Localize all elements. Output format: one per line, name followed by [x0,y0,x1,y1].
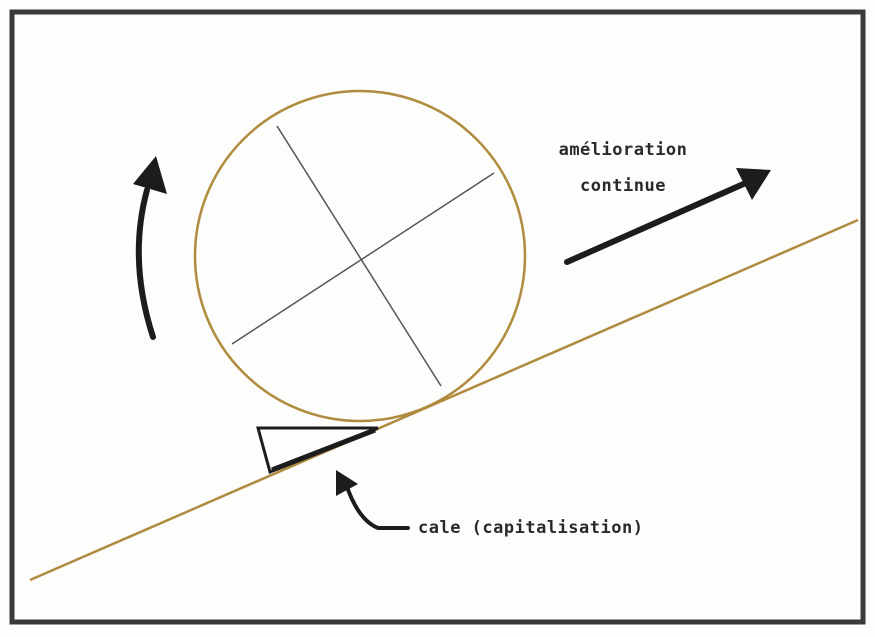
wedge-base [272,430,375,470]
rotation-arrow [139,190,153,337]
wheel-spoke-1 [277,126,441,386]
improvement-label: amélioration continue [528,132,718,204]
wedge-pointer-arrow [346,484,408,528]
wheel-spoke-2 [232,173,494,344]
improvement-label-line2: continue [528,168,718,204]
wedge-label: cale (capitalisation) [418,518,643,538]
wheel-circle [195,91,525,421]
improvement-label-line1: amélioration [528,132,718,168]
rotation-arrowhead-icon [133,156,167,194]
